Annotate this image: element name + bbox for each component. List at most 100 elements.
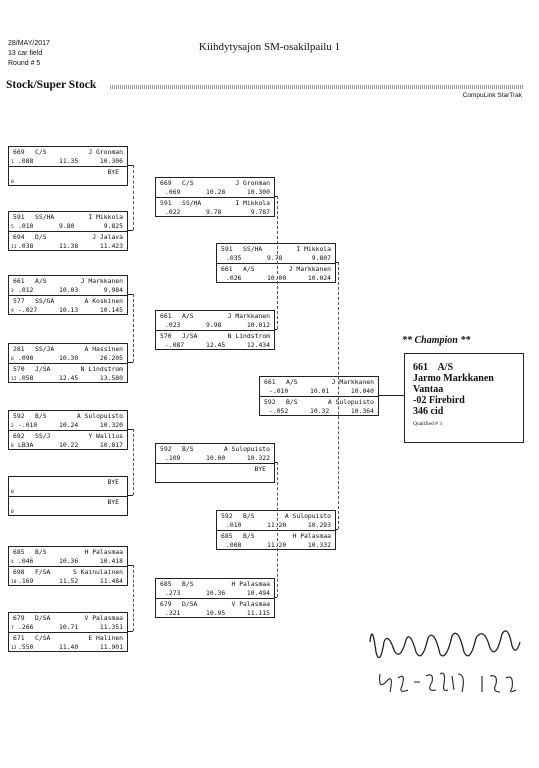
car-class: C/SA — [35, 634, 51, 642]
lane-number: 0 — [11, 510, 14, 515]
dial-in: 11.423 — [99, 242, 123, 250]
elapsed-time: 11.35 — [59, 157, 79, 165]
driver-name: H Palasmaa — [84, 548, 123, 556]
driver-name: I Mikkola — [235, 199, 270, 207]
car-number: 669 — [13, 148, 25, 156]
car-number: 591 — [221, 245, 233, 253]
dial-in: 10.040 — [350, 387, 374, 395]
lane-number: 10 — [11, 580, 17, 585]
elapsed-time: 10.00 — [267, 274, 287, 282]
dial-in: 10.364 — [350, 407, 374, 415]
reaction-time: .550 — [18, 643, 34, 651]
car-class: B/S — [243, 532, 255, 540]
champion-label: ** Champion ** — [402, 335, 471, 346]
car-class: A/S — [243, 265, 255, 273]
car-class: C/S — [35, 148, 47, 156]
handwritten-signature — [369, 630, 521, 693]
car-number: 661 — [221, 265, 233, 273]
champion-car: 661 A/S — [413, 362, 454, 373]
elapsed-time: 10.28 — [206, 188, 226, 196]
car-class: A/S — [182, 312, 194, 320]
reaction-time: .046 — [18, 557, 34, 565]
reaction-time: .090 — [18, 354, 34, 362]
field-size: 13 car field — [8, 50, 43, 57]
car-number: 281 — [13, 345, 25, 353]
car-number: 592 — [221, 512, 233, 520]
elapsed-time: 11.40 — [59, 643, 79, 651]
driver-name: N Lindstrom — [80, 365, 123, 373]
driver-name: V Palasmaa — [84, 614, 123, 622]
bracket-connector — [336, 262, 338, 263]
driver-name: A Koskinen — [84, 297, 123, 305]
car-number: 669 — [160, 179, 172, 187]
car-class: B/S — [243, 512, 255, 520]
dial-in: 11.351 — [99, 623, 123, 631]
elapsed-time: 11.38 — [59, 242, 79, 250]
bracket-connector — [275, 329, 277, 330]
bracket-connector — [133, 294, 134, 362]
bracket-connector — [275, 196, 277, 197]
elapsed-time: 10.30 — [59, 354, 79, 362]
dial-in: 10.012 — [246, 321, 270, 329]
lane-number: 6 — [11, 357, 14, 362]
car-number: 591 — [13, 213, 25, 221]
lane-number: 2 — [11, 424, 14, 429]
car-number: 570 — [160, 332, 172, 340]
dial-in: 9.787 — [250, 208, 270, 216]
car-number: 661 — [13, 277, 25, 285]
elapsed-time: 11.52 — [59, 577, 79, 585]
reaction-time: .069 — [165, 188, 181, 196]
reaction-time: .266 — [18, 623, 34, 631]
car-number: 591 — [160, 199, 172, 207]
dial-in: 10.145 — [99, 306, 123, 314]
reaction-time: -.010 — [18, 421, 38, 429]
car-class: SS/HA — [182, 199, 202, 207]
driver-name: H Palasmaa — [231, 580, 270, 588]
car-class: SS/GA — [35, 297, 55, 305]
bracket-connector — [128, 165, 133, 166]
driver-name: A Sulopuisto — [284, 512, 331, 520]
car-number: 685 — [160, 580, 172, 588]
car-number: 592 — [264, 398, 276, 406]
bracket-connector — [133, 429, 134, 495]
dial-in: 10.320 — [99, 421, 123, 429]
car-class: F/SA — [35, 568, 51, 576]
car-number: 592 — [160, 445, 172, 453]
lane-number: 13 — [11, 646, 17, 651]
page-title: Kiihdytysajon SM-osakilpailu 1 — [198, 41, 341, 53]
bracket-connector — [128, 631, 133, 632]
driver-name: Y Wallius — [88, 432, 123, 440]
driver-name: A Sulopuisto — [223, 445, 270, 453]
car-number: 570 — [13, 365, 25, 373]
car-class: B/S — [286, 398, 298, 406]
car-number: 694 — [13, 233, 25, 241]
elapsed-time: 10.95 — [206, 609, 226, 617]
dial-in: 9.825 — [103, 222, 123, 230]
car-class: SS/J — [35, 432, 51, 440]
header-rule — [110, 85, 523, 89]
bye-label: BYE — [254, 465, 266, 473]
elapsed-time: 10.01 — [310, 387, 330, 395]
driver-name: N Lindstrom — [227, 332, 270, 340]
dial-in: 10.300 — [246, 188, 270, 196]
driver-name: J Markkanen — [288, 265, 331, 273]
car-class: J/SA — [182, 332, 198, 340]
bracket-connector — [379, 395, 404, 396]
reaction-time: .022 — [165, 208, 181, 216]
reaction-time: .321 — [165, 609, 181, 617]
driver-name: J Markkanen — [227, 312, 270, 320]
